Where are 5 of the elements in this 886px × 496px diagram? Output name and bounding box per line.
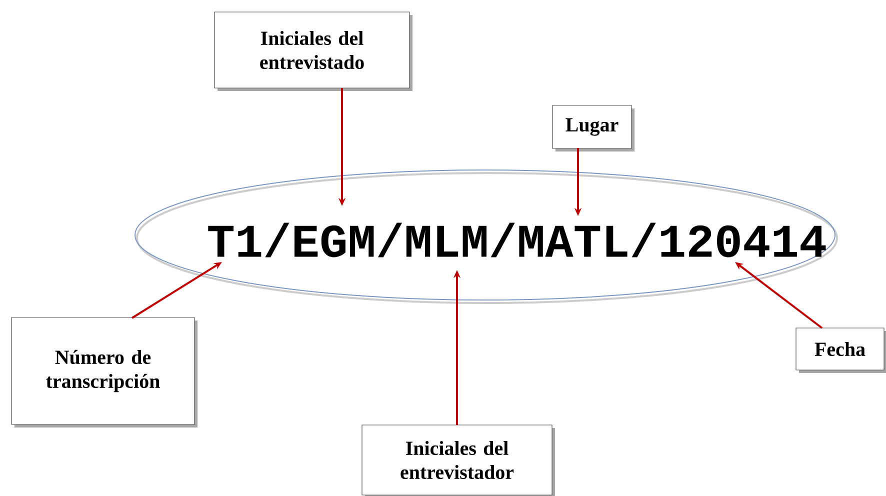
label-box: Fecha [796,328,884,370]
label-box: Número de transcripción [11,317,195,425]
label-box: Lugar [552,105,632,149]
label-box: Iniciales del entrevistado [214,12,410,88]
label-box: Iniciales del entrevistador [362,424,552,496]
